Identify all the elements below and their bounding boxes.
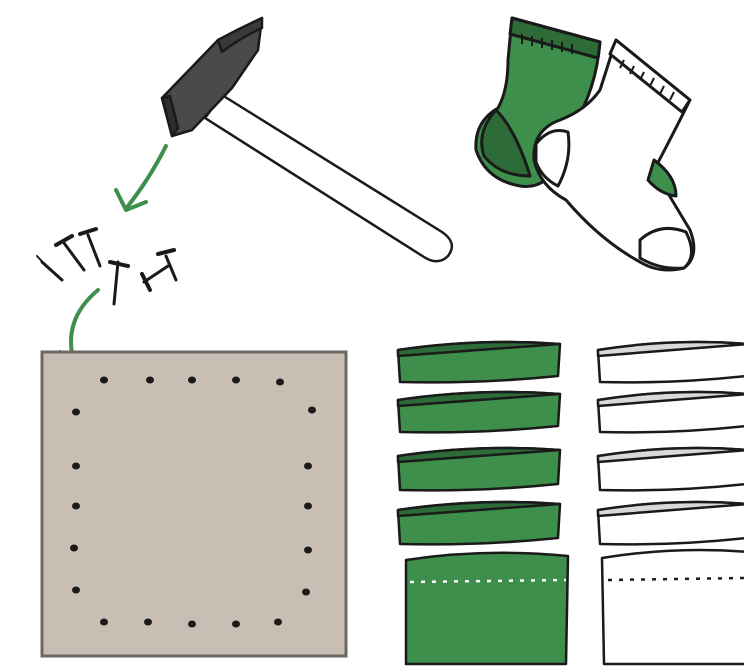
board-hole — [72, 503, 80, 510]
board-hole — [304, 547, 312, 554]
board-hole — [72, 587, 80, 594]
white-sock-tube — [602, 550, 744, 664]
sock-strips-icon — [398, 342, 744, 664]
board-hole — [72, 409, 80, 416]
arrow-icon — [128, 146, 166, 206]
board-hole — [302, 589, 310, 596]
board-hole — [146, 377, 154, 384]
green-sock-tube — [406, 553, 568, 664]
board-hole — [276, 379, 284, 386]
board-with-holes-icon — [42, 352, 346, 656]
board-hole — [304, 503, 312, 510]
board-hole — [72, 463, 80, 470]
nails-icon — [37, 229, 176, 304]
board-hole — [304, 463, 312, 470]
board-hole — [144, 619, 152, 626]
board-hole — [232, 377, 240, 384]
board-hole — [100, 377, 108, 384]
board-hole — [232, 621, 240, 628]
board-hole — [188, 621, 196, 628]
board-hole — [70, 545, 78, 552]
board-hole — [308, 407, 316, 414]
board-hole — [188, 377, 196, 384]
hammer-icon — [162, 18, 452, 261]
socks-icon — [476, 18, 694, 270]
board-hole — [100, 619, 108, 626]
board-hole — [274, 619, 282, 626]
